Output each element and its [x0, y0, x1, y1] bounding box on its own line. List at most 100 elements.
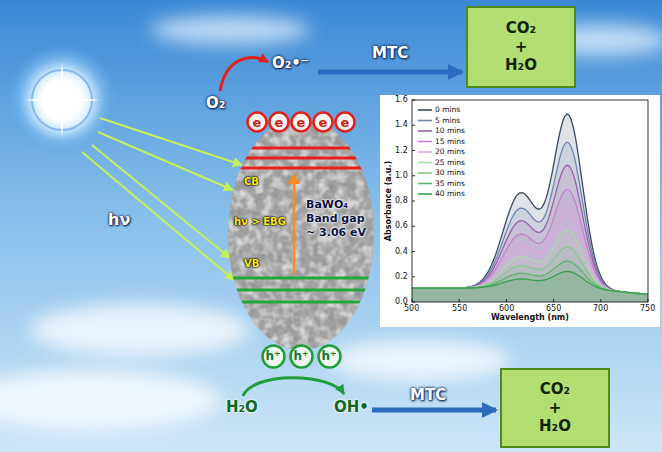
- legend-line: [418, 183, 432, 185]
- particle-texture: [228, 118, 374, 350]
- conduction-level: [228, 157, 374, 160]
- tick-mark: [412, 226, 415, 227]
- electron-symbol: e: [341, 116, 350, 129]
- spectrum-line: [412, 261, 648, 294]
- electron-symbol: e: [319, 116, 328, 129]
- tick-label: 1.4: [395, 120, 408, 130]
- circle-shape: [336, 113, 355, 132]
- tick-label: 0.4: [395, 247, 408, 257]
- circle-shape: [262, 345, 284, 367]
- tick-mark: [412, 175, 415, 176]
- light-ray: [92, 145, 230, 258]
- cloud: [0, 370, 220, 430]
- tick-label: 0.2: [395, 272, 408, 282]
- tick-label: 0.6: [395, 221, 408, 231]
- excitation-arrowhead: [288, 173, 300, 184]
- legend-text: 25 mins: [435, 158, 465, 167]
- oxidation-arrow: [243, 378, 344, 396]
- product-text: CO₂ + H₂O: [505, 19, 537, 75]
- tick-mark: [412, 299, 413, 302]
- species-label: O₂•⁻: [272, 54, 309, 72]
- tick-mark: [553, 299, 554, 302]
- legend-line: [418, 193, 432, 195]
- excitation-arrow: [293, 183, 296, 274]
- band-label: CB: [244, 176, 259, 188]
- spectrum-fill: [412, 114, 648, 302]
- electron-circle: e: [268, 111, 290, 133]
- tick-mark: [506, 299, 507, 302]
- degradation-arrow: [372, 408, 496, 413]
- tick-label: 700: [593, 304, 608, 314]
- spectra: [412, 114, 648, 302]
- electron-symbol: e: [253, 116, 262, 129]
- tick-mark: [412, 201, 415, 202]
- arrow-label: MTC: [410, 386, 446, 404]
- electron-circle: e: [246, 111, 268, 133]
- electron-circle: e: [312, 111, 334, 133]
- spectrum-line: [412, 247, 648, 294]
- legend-text: 15 mins: [435, 137, 465, 146]
- axis-title: Wavelength (nm): [491, 313, 569, 323]
- photon-label: hν: [108, 210, 130, 229]
- reduction-arrow: [220, 58, 268, 91]
- tick-label: 750: [640, 304, 655, 314]
- electron-circle: e: [334, 111, 356, 133]
- sun-glow: [6, 44, 118, 156]
- tick-mark: [412, 100, 415, 101]
- axis-title: Absorbance (a.u.): [384, 161, 394, 241]
- hole-symbol: h⁺: [266, 350, 281, 362]
- spectrum-line: [412, 142, 648, 294]
- spectrum-fill: [412, 142, 648, 302]
- tick-label: 1.2: [395, 146, 408, 156]
- cloud: [150, 16, 310, 44]
- spectrum-fill: [412, 190, 648, 302]
- particle-texture: [228, 118, 374, 350]
- electron-symbol: e: [297, 116, 306, 129]
- spectrum-line: [412, 114, 648, 294]
- species-label: H₂O: [226, 398, 258, 416]
- band-label: VB: [244, 258, 259, 270]
- circle-shape: [248, 113, 267, 132]
- spectrum-fill: [412, 247, 648, 302]
- tick-mark: [412, 302, 415, 303]
- product-box: CO₂ + H₂O: [466, 6, 576, 88]
- conduction-level: [228, 147, 374, 150]
- legend-text: 5 mins: [435, 116, 460, 125]
- cloud: [330, 340, 510, 380]
- circle-shape: [292, 113, 311, 132]
- tick-label: 0.8: [395, 196, 408, 206]
- excitation-label: hν > EBG: [234, 216, 286, 228]
- legend-line: [418, 172, 432, 174]
- tick-mark: [600, 299, 601, 302]
- species-label: OH•: [334, 398, 369, 416]
- particle-body: [228, 118, 374, 350]
- legend-line: [418, 130, 432, 132]
- legend-line: [418, 141, 432, 143]
- tick-mark: [412, 251, 415, 252]
- light-ray: [82, 152, 234, 280]
- spectrum-line: [412, 190, 648, 295]
- tick-mark: [412, 150, 415, 151]
- conduction-level: [228, 167, 374, 170]
- valence-level: [228, 301, 374, 304]
- cloud: [30, 304, 250, 356]
- spectrum-fill: [412, 272, 648, 303]
- legend-text: 0 mins: [435, 105, 460, 114]
- chart-frame: [412, 100, 648, 302]
- spectrum-line: [412, 272, 648, 295]
- tick-label: 1.0: [395, 171, 408, 181]
- bawo4-particle: CB hν > EBG BaWO₄ Band gap ~ 3.06 eV VB: [228, 118, 374, 350]
- tick-mark: [459, 299, 460, 302]
- valence-level: [228, 289, 374, 292]
- chart-panel: [380, 95, 660, 327]
- species-label: O₂: [206, 94, 225, 112]
- tick-label: 500: [404, 304, 419, 314]
- material-label: BaWO₄ Band gap ~ 3.06 eV: [306, 198, 370, 239]
- electron-circle: e: [290, 111, 312, 133]
- spectrum-fill: [412, 165, 648, 302]
- legend-text: 40 mins: [435, 189, 465, 198]
- legend-text: 30 mins: [435, 168, 465, 177]
- legend-text: 35 mins: [435, 179, 465, 188]
- product-text: CO₂ + H₂O: [539, 380, 571, 436]
